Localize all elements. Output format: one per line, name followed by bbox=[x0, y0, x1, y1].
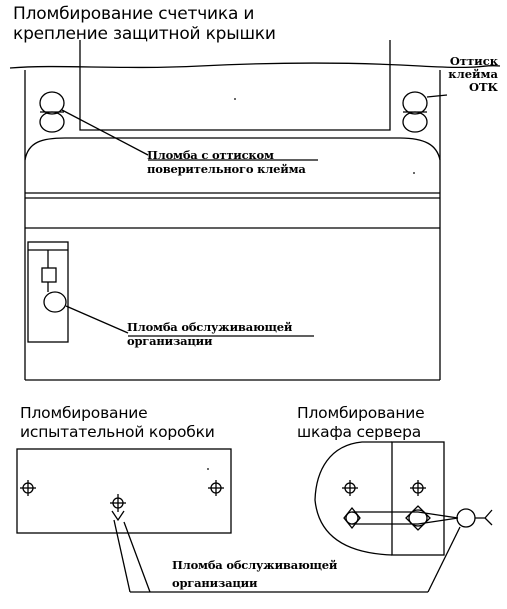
leader-otk bbox=[426, 94, 448, 98]
leader-verification-1 bbox=[61, 109, 149, 156]
cabinet-wire-tail bbox=[475, 509, 493, 526]
verification-seal-label: Пломба с оттиском поверительного клейма bbox=[147, 148, 306, 176]
meter-top-edge bbox=[9, 62, 501, 69]
test-box-title: Пломбирование испытательной коробки bbox=[20, 404, 215, 441]
otk-label: Оттиск клейма ОТК bbox=[448, 54, 498, 94]
terminal-block bbox=[27, 241, 69, 343]
test-box-screw-right bbox=[208, 480, 224, 496]
service-seal-label-bottom: Пломба обслуживающей организации bbox=[172, 558, 338, 590]
server-cabinet-title: Пломбирование шкафа сервера bbox=[297, 404, 425, 441]
test-box-seal bbox=[110, 494, 126, 522]
cabinet-seal-1 bbox=[343, 506, 361, 530]
cabinet-seal-2 bbox=[405, 505, 431, 531]
cabinet-seal-bulb bbox=[456, 508, 476, 528]
cover-window bbox=[79, 40, 391, 131]
service-seal-label-top: Пломба обслуживающей организации bbox=[127, 320, 293, 348]
left-cover-screw bbox=[39, 91, 65, 133]
cabinet-screw-1 bbox=[342, 480, 358, 496]
right-cover-screw bbox=[402, 91, 428, 133]
service-seal-top bbox=[43, 291, 67, 313]
leader-service-bottom-left bbox=[113, 519, 151, 593]
meter-title: Пломбирование счетчика и крепление защит… bbox=[13, 4, 276, 44]
protective-cover bbox=[24, 137, 441, 161]
leader-service-bottom-3 bbox=[427, 526, 461, 593]
leader-service-top-1 bbox=[65, 305, 129, 334]
test-box bbox=[16, 448, 232, 534]
server-cabinet bbox=[314, 441, 493, 556]
cabinet-screw-2 bbox=[410, 480, 426, 496]
cabinet-wire bbox=[352, 511, 459, 525]
test-box-screw-left bbox=[20, 480, 36, 496]
